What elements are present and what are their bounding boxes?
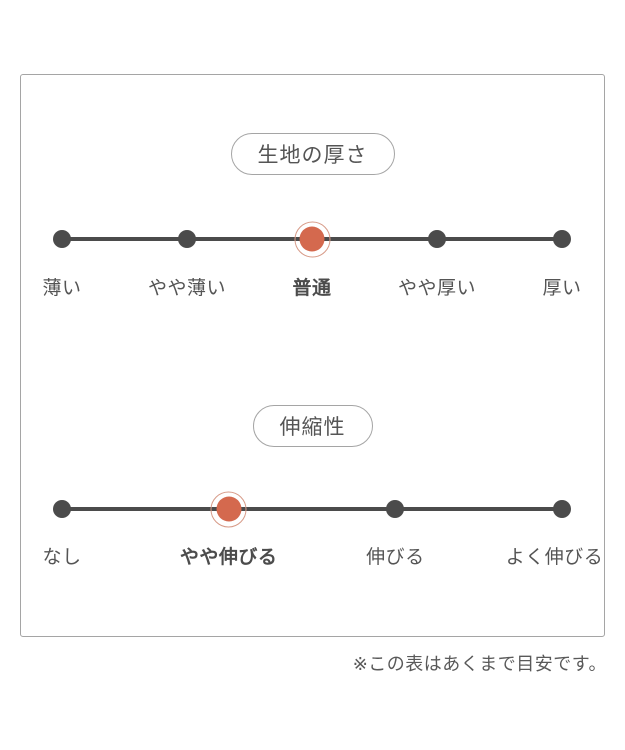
scale-dot	[553, 500, 571, 518]
scale-dot	[553, 230, 571, 248]
scale-rail	[62, 507, 562, 511]
scale-dot	[386, 500, 405, 518]
scale-dot-selected	[216, 496, 242, 522]
scale-dot	[53, 500, 71, 518]
scale-title-pill-thickness: 生地の厚さ	[230, 133, 395, 175]
scale-dot	[53, 230, 71, 248]
scale-title-thickness: 生地の厚さ	[257, 144, 368, 167]
scale-option-label: よく伸びる	[505, 547, 604, 568]
scale-option-label: なし	[42, 547, 82, 568]
scale-option-label-selected: 普通	[292, 278, 332, 299]
scale-option-label-selected: やや伸びる	[179, 547, 278, 568]
scale-dot	[178, 230, 196, 248]
scale-dot-selected	[299, 226, 325, 252]
scale-option-label: やや薄い	[147, 278, 227, 299]
scale-title-pill-stretch: 伸縮性	[252, 405, 373, 447]
scale-option-label: 薄い	[42, 278, 82, 299]
footnote: ※この表はあくまで目安です。	[352, 654, 607, 674]
scale-title-stretch: 伸縮性	[279, 416, 346, 439]
spec-box: 生地の厚さ 薄い やや薄い 普通 やや厚い 厚い 伸縮性	[20, 74, 605, 637]
scale-option-label: 厚い	[542, 278, 582, 299]
scale-dot	[428, 230, 446, 248]
scale-option-label: やや厚い	[397, 278, 477, 299]
scale-option-label: 伸びる	[366, 547, 425, 568]
